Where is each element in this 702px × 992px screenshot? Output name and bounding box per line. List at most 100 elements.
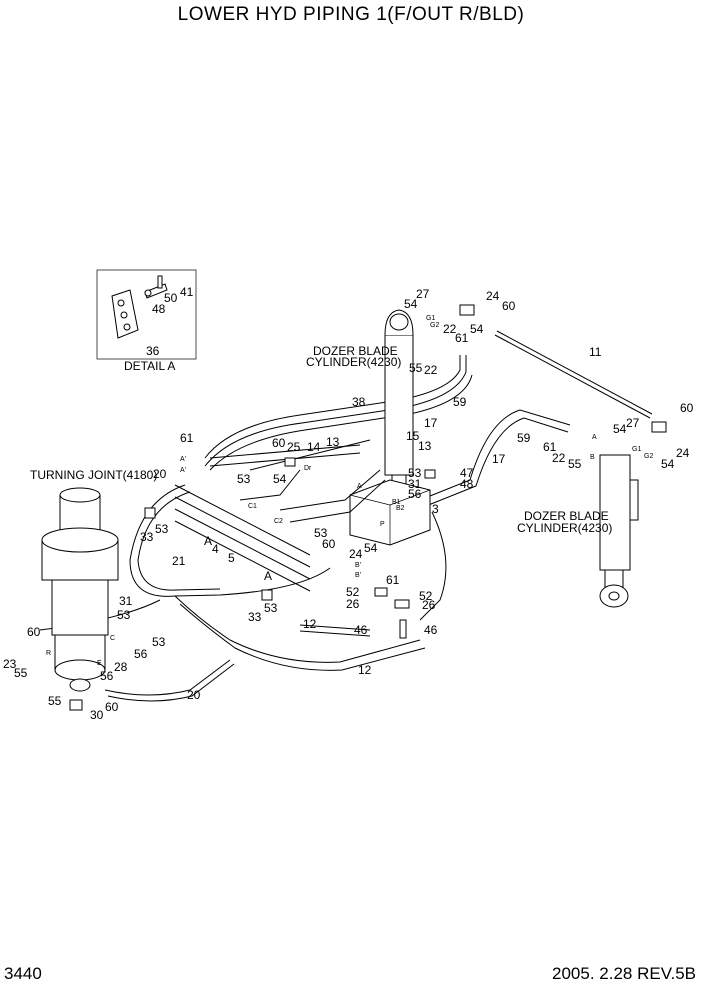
callout: 31: [119, 594, 133, 608]
upper-cylinder-label: CYLINDER(4230): [306, 355, 401, 369]
callout: 61: [455, 331, 469, 345]
callout: 55: [568, 457, 582, 471]
port-mark: Dr: [304, 465, 312, 472]
callout: 33: [248, 610, 262, 624]
callout: 33: [140, 530, 154, 544]
port-mark: B': [355, 572, 361, 579]
callout: 36: [146, 344, 160, 358]
callout: 56: [408, 487, 422, 501]
callout: 60: [680, 401, 694, 415]
port-mark: C1: [248, 503, 257, 510]
port-mark: A': [180, 456, 186, 463]
callout: 50: [164, 291, 178, 305]
callout: 15: [406, 429, 420, 443]
component-labels: TURNING JOINT(4180) DOZER BLADE CYLINDER…: [30, 344, 612, 535]
callout: 59: [453, 395, 467, 409]
callout: 30: [90, 708, 104, 722]
callout: 52: [346, 585, 360, 599]
port-mark: G2: [644, 453, 653, 460]
port-mark: G1: [426, 315, 435, 322]
callout: 31: [408, 477, 422, 491]
callout: 38: [352, 395, 366, 409]
callout: 60: [322, 537, 336, 551]
port-mark: B1: [392, 499, 401, 506]
callout: 27: [416, 287, 430, 301]
callout: 22: [443, 322, 457, 336]
port-mark: A': [180, 467, 186, 474]
port-mark: B': [355, 562, 361, 569]
port-mark: C2: [274, 518, 283, 525]
right-dozer-cylinder: [599, 454, 639, 608]
callout: 53: [314, 526, 328, 540]
detail-a-inset: [96, 269, 197, 360]
turning-joint: [41, 487, 119, 692]
callout: 24: [349, 547, 363, 561]
callout: 55: [14, 666, 28, 680]
page-number: 3440: [4, 964, 42, 983]
callout: 24: [486, 289, 500, 303]
callout: 4: [212, 542, 219, 556]
port-mark: G1: [632, 446, 641, 453]
callout-numbers: 27 54 24 60 22 54 61 55 22 11 38 59 17 6…: [3, 285, 694, 722]
callout: 3: [432, 502, 439, 516]
callout: 54: [470, 322, 484, 336]
callout: 14: [307, 440, 321, 454]
port-mark: B2: [396, 505, 405, 512]
revision-date: 2005. 2.28 REV.5B: [552, 964, 696, 983]
callout: 20: [187, 688, 201, 702]
callout: 5: [228, 551, 235, 565]
callout: 59: [517, 431, 531, 445]
callout: 61: [180, 431, 194, 445]
callout: 56: [134, 647, 148, 661]
clamp-bracket-drawing: [111, 275, 168, 339]
callout: 47: [460, 466, 474, 480]
port-mark: B: [590, 454, 595, 461]
callout: 60: [105, 700, 119, 714]
callout: 54: [273, 472, 287, 486]
port-mark: G2: [430, 322, 439, 329]
callout: 12: [358, 663, 372, 677]
callout: 46: [354, 623, 368, 637]
callout: 41: [180, 285, 194, 299]
callout: 13: [418, 439, 432, 453]
valve-block: [349, 479, 431, 546]
detail-a-frame: [96, 269, 197, 360]
port-mark: P: [380, 521, 385, 528]
callout: 28: [114, 660, 128, 674]
callout: 53: [152, 635, 166, 649]
callout: 52: [419, 589, 433, 603]
callout: 26: [346, 597, 360, 611]
callout: 55: [48, 694, 62, 708]
callout: 53: [408, 466, 422, 480]
callout: 13: [326, 435, 340, 449]
callout: 27: [626, 416, 640, 430]
detail-a-label: DETAIL A: [124, 359, 175, 373]
fittings: [69, 304, 667, 711]
callout: 56: [100, 669, 114, 683]
callout: 22: [552, 451, 566, 465]
callout: 48: [152, 302, 166, 316]
callout: 22: [424, 363, 438, 377]
callout: 54: [661, 457, 675, 471]
port-mark: C: [110, 635, 115, 642]
page-title: LOWER HYD PIPING 1(F/OUT R/BLD): [177, 4, 525, 25]
callout: 53: [237, 472, 251, 486]
right-cylinder-label: CYLINDER(4230): [517, 521, 612, 535]
callout: 12: [303, 617, 317, 631]
callout: 53: [117, 608, 131, 622]
callout: 26: [422, 598, 436, 612]
callout: 53: [155, 522, 169, 536]
upper-dozer-label: DOZER BLADE: [313, 344, 398, 358]
port-marks: G1 G2 G1 G2 A' A' Dr C1 C2 B' B' P R E C…: [46, 315, 653, 667]
right-dozer-label: DOZER BLADE: [524, 509, 609, 523]
callout: 20: [153, 467, 167, 481]
callout: A: [204, 534, 212, 548]
callout: 11: [589, 345, 602, 359]
callout: 60: [502, 299, 516, 313]
port-mark: E: [97, 660, 102, 667]
callout: 60: [27, 625, 41, 639]
callout: 17: [492, 452, 506, 466]
port-mark: A: [592, 434, 597, 441]
callout: 17: [424, 416, 438, 430]
